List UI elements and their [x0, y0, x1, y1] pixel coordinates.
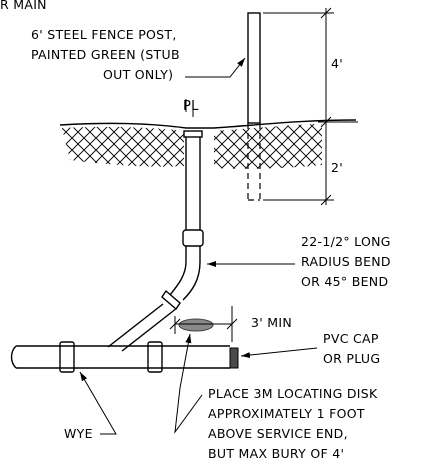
soil-hatch [62, 127, 184, 167]
dim-3ft-label: 3' MIN [251, 315, 292, 330]
bend-label-line2: RADIUS BEND [301, 254, 391, 269]
ground-line [59, 119, 357, 129]
disk-label-line2: APPROXIMATELY 1 FOOT [208, 406, 365, 421]
soil-hatch-right [214, 124, 322, 169]
riser-pipe [107, 130, 204, 352]
property-line-symbol: PL [183, 99, 199, 117]
post-label-line1: 6' STEEL FENCE POST, [31, 27, 177, 42]
post-dimensions: 4' 2' [263, 7, 358, 206]
dim-2ft-label: 2' [331, 160, 343, 175]
disk-label-line4: BUT MAX BURY OF 4' [208, 446, 344, 461]
bend-callout: 22-1/2° LONG RADIUS BEND OR 45° BEND [207, 234, 391, 289]
disk-label-line3: ABOVE SERVICE END, [208, 426, 348, 441]
wye-callout: WYE [64, 371, 117, 441]
dim-3ft: 3' MIN [169, 306, 292, 342]
dim-4ft-label: 4' [331, 56, 343, 71]
fence-post-above-ground [247, 12, 261, 124]
disk-label-line1: PLACE 3M LOCATING DISK [208, 386, 378, 401]
main-coupling-left [59, 341, 75, 373]
property-line-label: PL [183, 99, 199, 114]
wye-label: WYE [64, 426, 93, 441]
main-pipe [10, 341, 239, 373]
pvc-cap [229, 347, 239, 369]
main-coupling-right [147, 341, 163, 373]
riser-coupling [182, 229, 204, 247]
cap-label-line2: OR PLUG [323, 351, 380, 366]
post-callout: 6' STEEL FENCE POST, PAINTED GREEN (STUB… [31, 27, 246, 82]
cap-callout: PVC CAP OR PLUG [240, 331, 380, 366]
post-label-line3: OUT ONLY) [103, 67, 173, 82]
bend-label-line1: 22-1/2° LONG [301, 234, 391, 249]
ground [59, 119, 357, 169]
post-label-line2: PAINTED GREEN (STUB [31, 47, 180, 62]
disk-callout: PLACE 3M LOCATING DISK APPROXIMATELY 1 F… [174, 333, 378, 461]
bend-label-line3: OR 45° BEND [301, 274, 388, 289]
locating-disk [178, 318, 214, 332]
fence-post [247, 12, 261, 201]
cap-label-line1: PVC CAP [323, 331, 379, 346]
top-partial-label: R MAIN [0, 0, 47, 12]
riser-cap-top [183, 130, 203, 138]
